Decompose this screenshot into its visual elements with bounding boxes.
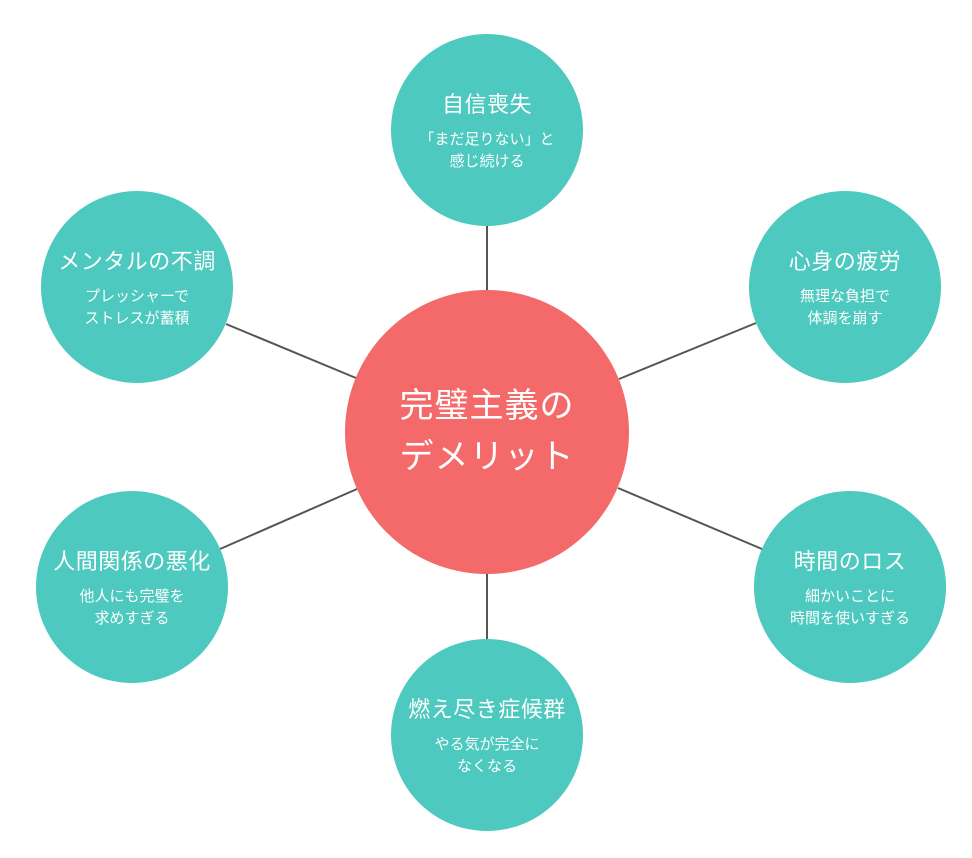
connector-top-left xyxy=(225,323,357,379)
node-title: 人間関係の悪化 xyxy=(53,548,211,574)
node-title: 心身の疲労 xyxy=(788,248,902,274)
connector-top-right xyxy=(618,322,757,380)
node-description-line: 「まだ足りない」と xyxy=(419,130,555,148)
node-description-line: 時間を使いすぎる xyxy=(789,610,910,627)
node-mental-disorder: メンタルの不調 プレッシャーで ストレスが蓄積 xyxy=(41,191,233,383)
node-description-line: ストレスが蓄積 xyxy=(84,310,190,327)
center-title-line: 完璧主義の xyxy=(399,387,575,425)
node-title: 時間のロス xyxy=(793,548,907,574)
node-title: メンタルの不調 xyxy=(58,248,216,274)
node-description-line: 体調を崩す xyxy=(807,310,883,327)
node-time-loss: 時間のロス 細かいことに 時間を使いすぎる xyxy=(754,491,946,683)
node-description-line: 細かいことに xyxy=(804,587,895,605)
node-burnout: 燃え尽き症候群 やる気が完全に なくなる xyxy=(391,639,583,831)
node-description-line: なくなる xyxy=(456,758,517,775)
node-title: 自信喪失 xyxy=(441,91,532,117)
node-description-line: プレッシャーで xyxy=(84,287,190,305)
node-physical-mental-fatigue: 心身の疲労 無理な負担で 体調を崩す xyxy=(749,191,941,383)
center-node: 完璧主義の デメリット xyxy=(345,290,629,574)
node-description-line: 他人にも完璧を xyxy=(79,587,185,605)
connector-bottom-right xyxy=(617,487,763,550)
node-description-line: 求めすぎる xyxy=(94,610,170,627)
node-description-line: 感じ続ける xyxy=(449,153,525,170)
node-description-line: やる気が完全に xyxy=(434,735,540,753)
node-confidence-loss: 自信喪失 「まだ足りない」と 感じ続ける xyxy=(391,34,583,226)
node-title: 燃え尽き症候群 xyxy=(408,696,566,722)
center-title-line: デメリット xyxy=(399,438,575,476)
connector-bottom-left xyxy=(219,488,358,550)
node-relationship-deterioration: 人間関係の悪化 他人にも完璧を 求めすぎる xyxy=(36,491,228,683)
node-description-line: 無理な負担で xyxy=(799,287,890,305)
